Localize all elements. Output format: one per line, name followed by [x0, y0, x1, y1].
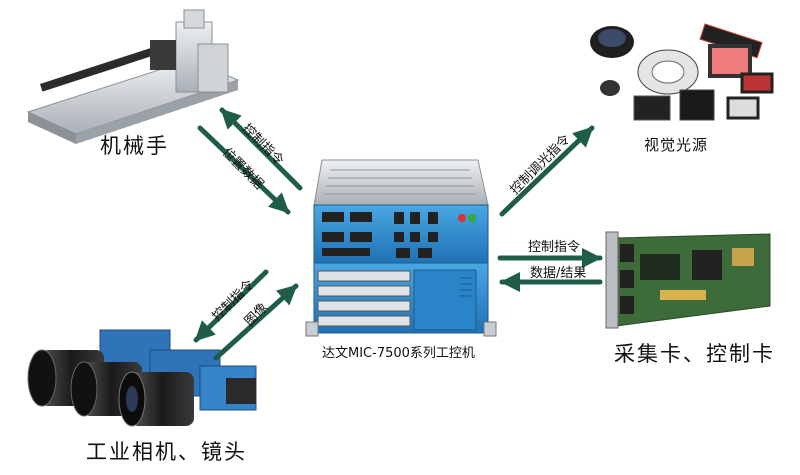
node-light-source: 视觉光源	[644, 136, 709, 154]
arrow-pc-to-light	[499, 125, 595, 217]
node-capture-card: 采集卡、控制卡	[614, 342, 775, 366]
arrow-pc-to-camera	[193, 269, 269, 343]
arrow-robot-to-pc	[197, 125, 291, 215]
light-source-image	[590, 23, 774, 121]
edge-label-card-result: 数据/结果	[530, 266, 587, 281]
industrial-pc-image	[305, 159, 497, 337]
node-camera: 工业相机、镜头	[86, 440, 247, 464]
camera-lens-image	[27, 329, 257, 427]
node-robot-arm: 机械手	[100, 134, 169, 158]
arrow-pc-to-robot	[219, 107, 303, 191]
node-industrial-pc: 达文MIC-7500系列工控机	[322, 346, 475, 361]
robot-arm-image	[26, 9, 240, 144]
arrow-camera-to-pc	[213, 283, 299, 361]
capture-card-image	[605, 231, 771, 329]
edge-label-card-command: 控制指令	[528, 240, 581, 255]
